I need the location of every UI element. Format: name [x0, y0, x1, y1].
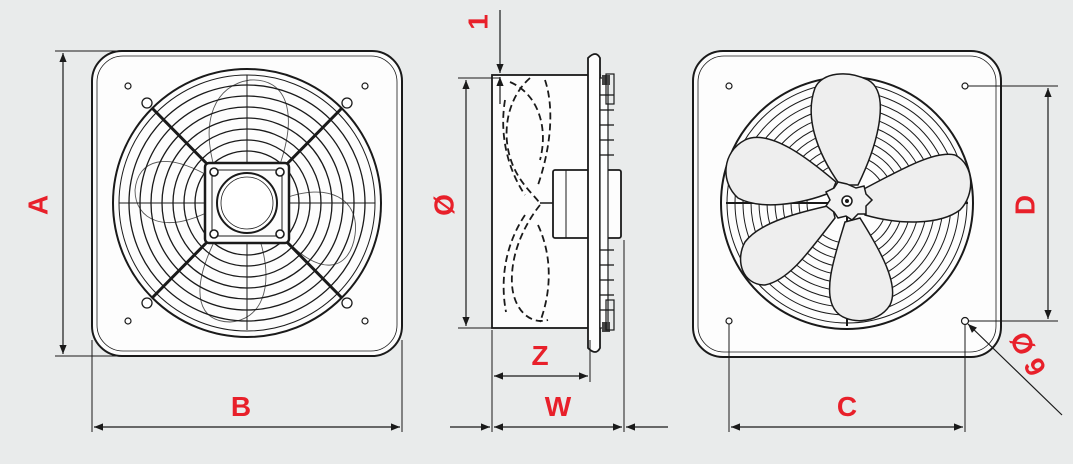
side-blade-dashed: [502, 77, 552, 323]
dimension-label-w: W: [545, 391, 572, 422]
mounting-hole: [725, 82, 733, 90]
front-mounting-holes: [124, 82, 369, 325]
side-grille: [599, 73, 615, 332]
dimension-c: C: [728, 324, 966, 432]
mounting-hole: [725, 317, 733, 325]
dimension-diameter: Ø: [428, 77, 500, 329]
fan-blade: [810, 73, 882, 186]
dimension-b: B: [91, 340, 403, 432]
dimension-one: 1: [462, 10, 575, 104]
dimension-label-z: Z: [531, 340, 548, 371]
dimension-label-a: A: [22, 195, 53, 215]
mounting-hole: [960, 316, 970, 326]
mounting-hole: [361, 317, 369, 325]
front-grille-struts: [150, 106, 344, 300]
mounting-hole: [124, 82, 132, 90]
front-motor-mount: [203, 161, 291, 245]
rear-plate-inner-edge: [697, 55, 997, 353]
dimension-label-diameter: Ø: [428, 194, 459, 216]
rear-view: D C Ø 9: [692, 50, 1063, 432]
dimension-d: D: [968, 85, 1058, 322]
dimension-label-b: B: [231, 391, 251, 422]
dimension-label-d: D: [1009, 195, 1040, 215]
rear-blades: [725, 73, 972, 322]
grille-clip: [141, 97, 153, 109]
front-view: A B: [22, 50, 403, 432]
side-view: 1 Ø Z W: [428, 10, 668, 432]
mounting-hole: [361, 82, 369, 90]
rear-mounting-holes: [725, 82, 970, 326]
side-mounting-plate: [587, 53, 601, 353]
dimension-z: Z: [491, 330, 591, 432]
front-plate-inner-edge: [96, 55, 398, 352]
mounting-hole: [124, 317, 132, 325]
grille-clip: [141, 297, 153, 309]
side-motor: [552, 169, 622, 239]
dimension-hole-diameter: Ø 9: [967, 323, 1063, 416]
dimension-label-hole: Ø 9: [1004, 327, 1053, 381]
fan-blade: [828, 217, 894, 322]
fan-blade: [739, 204, 836, 286]
dimension-label-one: 1: [462, 14, 493, 30]
dimension-w: W: [450, 240, 668, 432]
rear-hub: [824, 181, 874, 221]
fan-blade: [725, 136, 837, 206]
fan-blade: [861, 153, 972, 223]
mounting-hole: [961, 82, 969, 90]
motor-hub: [216, 172, 278, 234]
dimension-label-c: C: [837, 391, 857, 422]
grille-clip: [341, 297, 353, 309]
dimension-a: A: [22, 50, 120, 357]
grille-clip: [341, 97, 353, 109]
front-grille-clips: [141, 97, 353, 309]
